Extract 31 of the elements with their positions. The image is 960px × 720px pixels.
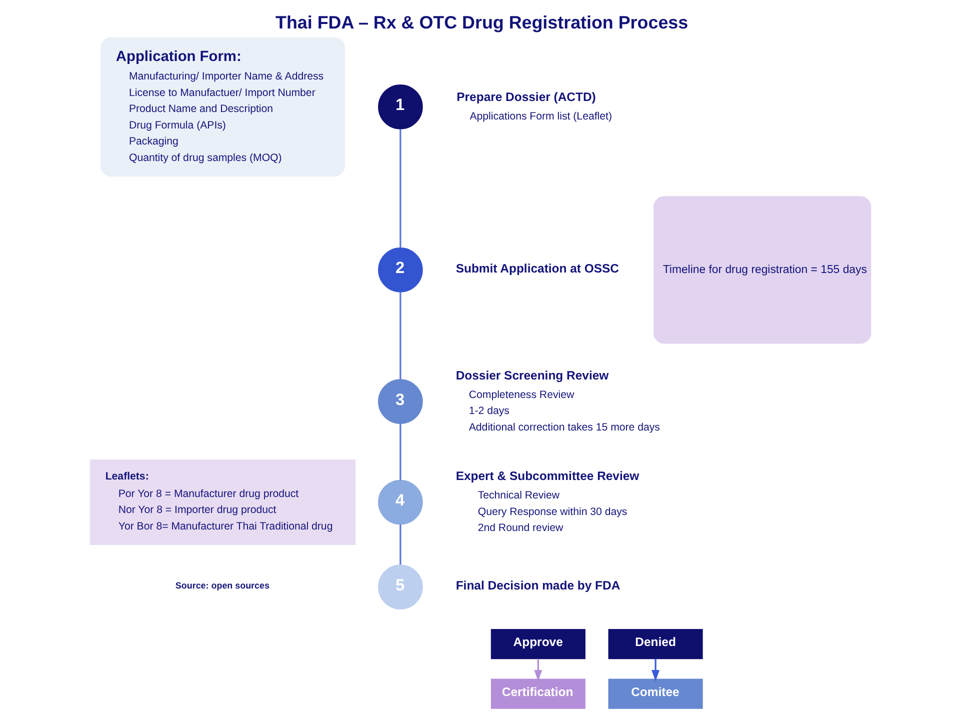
node-label: Applications Form list (Leaflet): [469, 110, 612, 122]
node-circle: 4: [378, 480, 422, 525]
node-label: Completeness Review: [468, 388, 574, 401]
node-label: Prepare Dossier (ACTD): [456, 90, 596, 104]
node-circle: 2: [378, 248, 422, 292]
node-box: Certification: [490, 678, 585, 709]
node-label: 2nd Round review: [477, 522, 563, 534]
arrow: [651, 658, 660, 682]
node-label: Dossier Screening Review: [455, 368, 608, 383]
arrow: [534, 658, 542, 682]
node-box: Denied: [608, 629, 702, 660]
node-label: Additional correction takes 15 more days: [468, 421, 660, 434]
node-label: Technical Review: [477, 489, 560, 502]
node-box: Comitee: [608, 678, 702, 709]
connector: [399, 524, 401, 565]
connector: [399, 292, 401, 380]
connector: [399, 129, 401, 248]
node-label: Query Response within 30 days: [477, 506, 627, 518]
node-label: Expert & Subcommittee Review: [455, 469, 639, 484]
node-circle: 5: [378, 564, 422, 610]
node-box: Approve: [490, 629, 585, 660]
node-label: Final Decision made by FDA: [455, 578, 620, 592]
node-box: Timeline for drug registration = 155 days: [653, 196, 871, 344]
caption: Source: open sources: [174, 580, 269, 590]
node-circle: 3: [378, 379, 422, 424]
node-label: 1-2 days: [468, 405, 509, 418]
node-box: Leaflets: Por Yor 8 = Manufacturer drug product Nor Yor 8 = Importer drug product Yor Bor 8= Manufacturer Thai Traditional drug: [89, 459, 356, 546]
connector: [399, 424, 401, 480]
node-circle: 1: [378, 84, 422, 130]
diagram-title: Thai FDA – Rx & OTC Drug Registration Process: [274, 12, 688, 32]
node-label: Submit Application at OSSC: [455, 261, 618, 276]
